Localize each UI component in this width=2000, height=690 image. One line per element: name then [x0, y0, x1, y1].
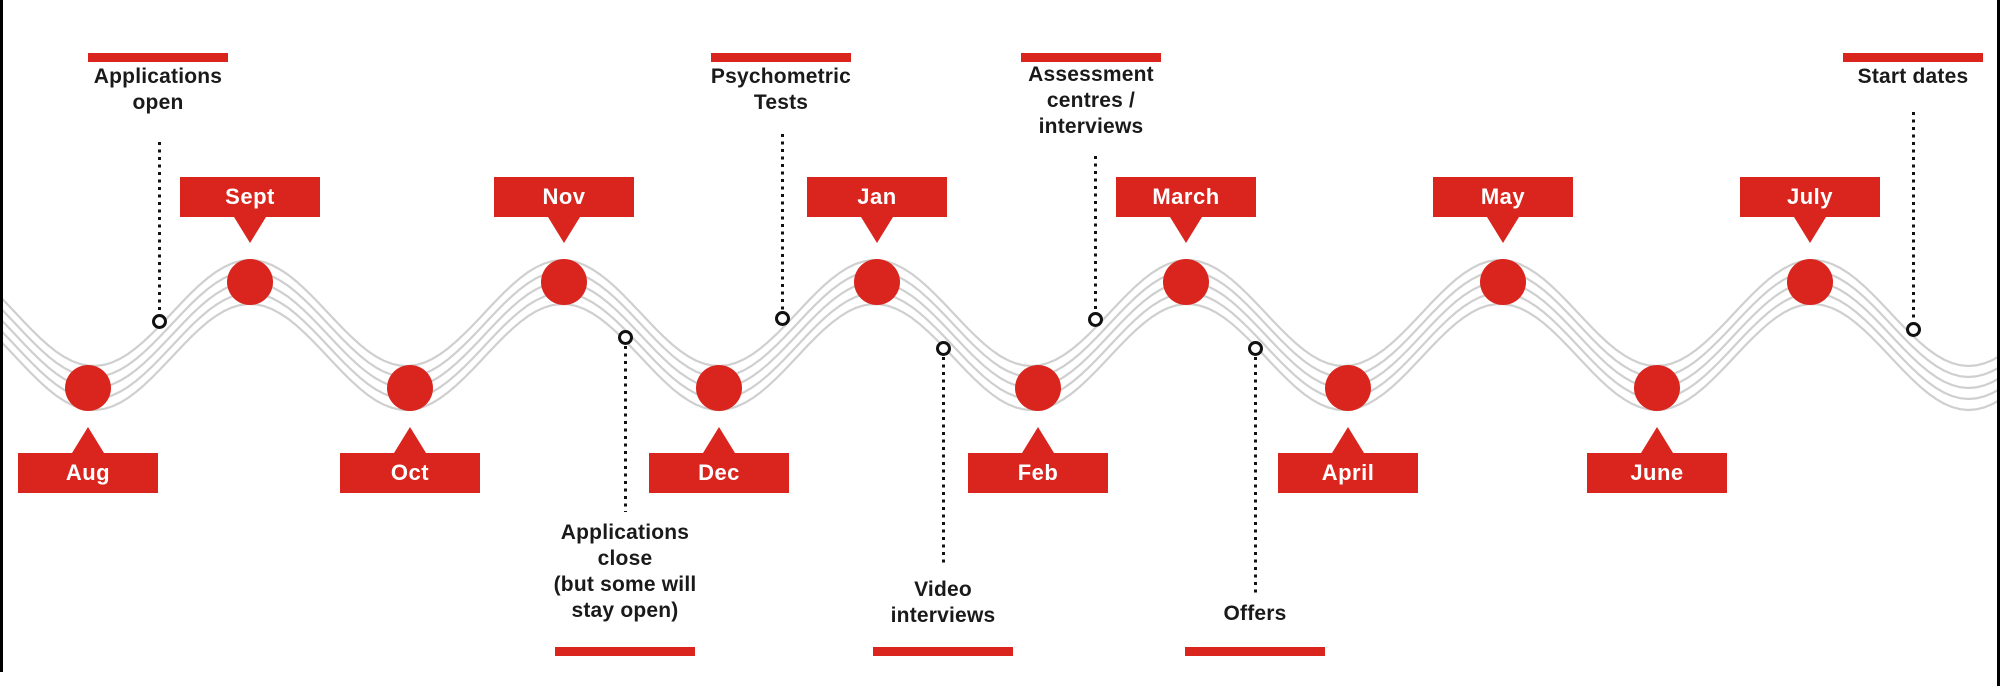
month-label-june: June — [1587, 453, 1727, 493]
annotation-dotted-line — [157, 142, 161, 313]
month-marker-jan — [854, 259, 900, 305]
month-marker-dec — [696, 365, 742, 411]
annotation-accent-bar — [88, 53, 228, 62]
annotation-accent-bar — [1843, 53, 1983, 62]
annotation-accent-bar — [1185, 647, 1325, 656]
month-label-dec: Dec — [649, 453, 789, 493]
month-marker-sept — [227, 259, 273, 305]
month-flag-pointer-up — [1641, 427, 1673, 453]
month-marker-june — [1634, 365, 1680, 411]
annotation-text-assessment-centres-interviews: Assessment centres / interviews — [1028, 63, 1154, 138]
annotation-endpoint-circle — [935, 340, 951, 356]
month-marker-nov — [541, 259, 587, 305]
month-marker-feb — [1015, 365, 1061, 411]
month-label-oct: Oct — [340, 453, 480, 493]
annotation-endpoint-circle — [774, 310, 790, 326]
month-flag-pointer-down — [1170, 217, 1202, 243]
month-marker-aug — [65, 365, 111, 411]
annotation-accent-bar — [873, 647, 1013, 656]
month-marker-may — [1480, 259, 1526, 305]
month-marker-april — [1325, 365, 1371, 411]
month-label-sept: Sept — [180, 177, 320, 217]
month-marker-july — [1787, 259, 1833, 305]
month-marker-oct — [387, 365, 433, 411]
annotation-text-offers: Offers — [1223, 602, 1287, 625]
month-label-aug: Aug — [18, 453, 158, 493]
month-flag-pointer-up — [394, 427, 426, 453]
wave-line — [0, 269, 2000, 379]
page-border-right — [1997, 0, 2000, 686]
month-label-nov: Nov — [494, 177, 634, 217]
month-flag-pointer-down — [1487, 217, 1519, 243]
annotation-text-start-dates: Start dates — [1857, 65, 1969, 88]
annotation-text-psychometric-tests: Psychometric Tests — [710, 65, 852, 114]
annotation-dotted-line — [941, 357, 945, 567]
annotation-accent-bar — [711, 53, 851, 62]
month-flag-pointer-down — [1794, 217, 1826, 243]
month-flag-pointer-up — [703, 427, 735, 453]
month-flag-pointer-up — [72, 427, 104, 453]
month-marker-march — [1163, 259, 1209, 305]
annotation-dotted-line — [1093, 156, 1097, 311]
month-flag-pointer-up — [1332, 427, 1364, 453]
month-flag-pointer-down — [548, 217, 580, 243]
annotation-endpoint-circle — [1087, 311, 1103, 327]
month-flag-pointer-down — [861, 217, 893, 243]
month-label-april: April — [1278, 453, 1418, 493]
annotation-dotted-line — [1253, 357, 1257, 593]
annotation-endpoint-circle — [1247, 340, 1263, 356]
annotation-endpoint-circle — [151, 313, 167, 329]
annotation-text-applications-close: Applications close (but some will stay o… — [553, 521, 697, 622]
month-label-july: July — [1740, 177, 1880, 217]
annotation-accent-bar — [1021, 53, 1161, 62]
month-flag-pointer-down — [234, 217, 266, 243]
wave-line — [0, 280, 2000, 390]
month-flag-pointer-up — [1022, 427, 1054, 453]
annotation-dotted-line — [1911, 112, 1915, 321]
month-label-jan: Jan — [807, 177, 947, 217]
month-label-may: May — [1433, 177, 1573, 217]
annotation-endpoint-circle — [1905, 321, 1921, 337]
annotation-endpoint-circle — [617, 329, 633, 345]
annotation-accent-bar — [555, 647, 695, 656]
annotation-text-applications-open: Applications open — [93, 65, 223, 114]
annotation-dotted-line — [780, 134, 784, 310]
month-label-feb: Feb — [968, 453, 1108, 493]
month-label-march: March — [1116, 177, 1256, 217]
annotation-dotted-line — [623, 346, 627, 512]
page-border-left — [0, 0, 3, 672]
annotation-text-video-interviews: Video interviews — [890, 578, 996, 627]
wave-line — [0, 258, 2000, 368]
